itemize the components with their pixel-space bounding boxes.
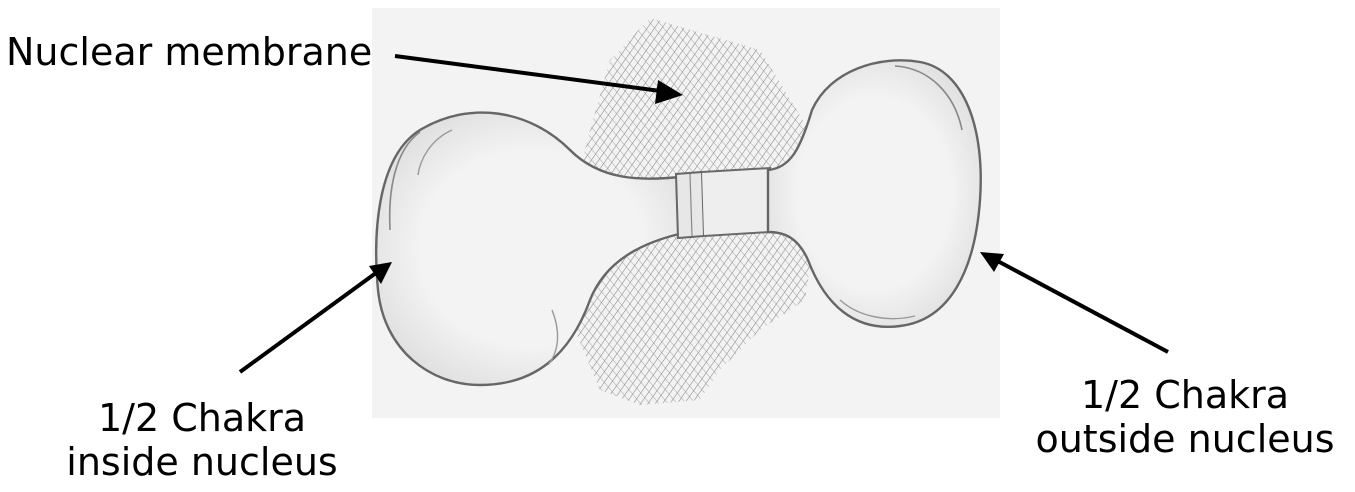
inside-nucleus-label: 1/2 Chakra inside nucleus xyxy=(62,396,342,484)
arrow-inside xyxy=(240,270,380,372)
inside-label-line2: inside nucleus xyxy=(62,440,342,484)
nuclear-membrane-label: Nuclear membrane xyxy=(6,30,372,74)
outside-label-line1: 1/2 Chakra xyxy=(1020,373,1350,417)
chakra-neck xyxy=(676,168,770,238)
outside-nucleus-label: 1/2 Chakra outside nucleus xyxy=(1020,373,1350,461)
inside-label-line1: 1/2 Chakra xyxy=(62,396,342,440)
outside-label-line2: outside nucleus xyxy=(1020,417,1350,461)
arrow-outside xyxy=(992,258,1168,352)
